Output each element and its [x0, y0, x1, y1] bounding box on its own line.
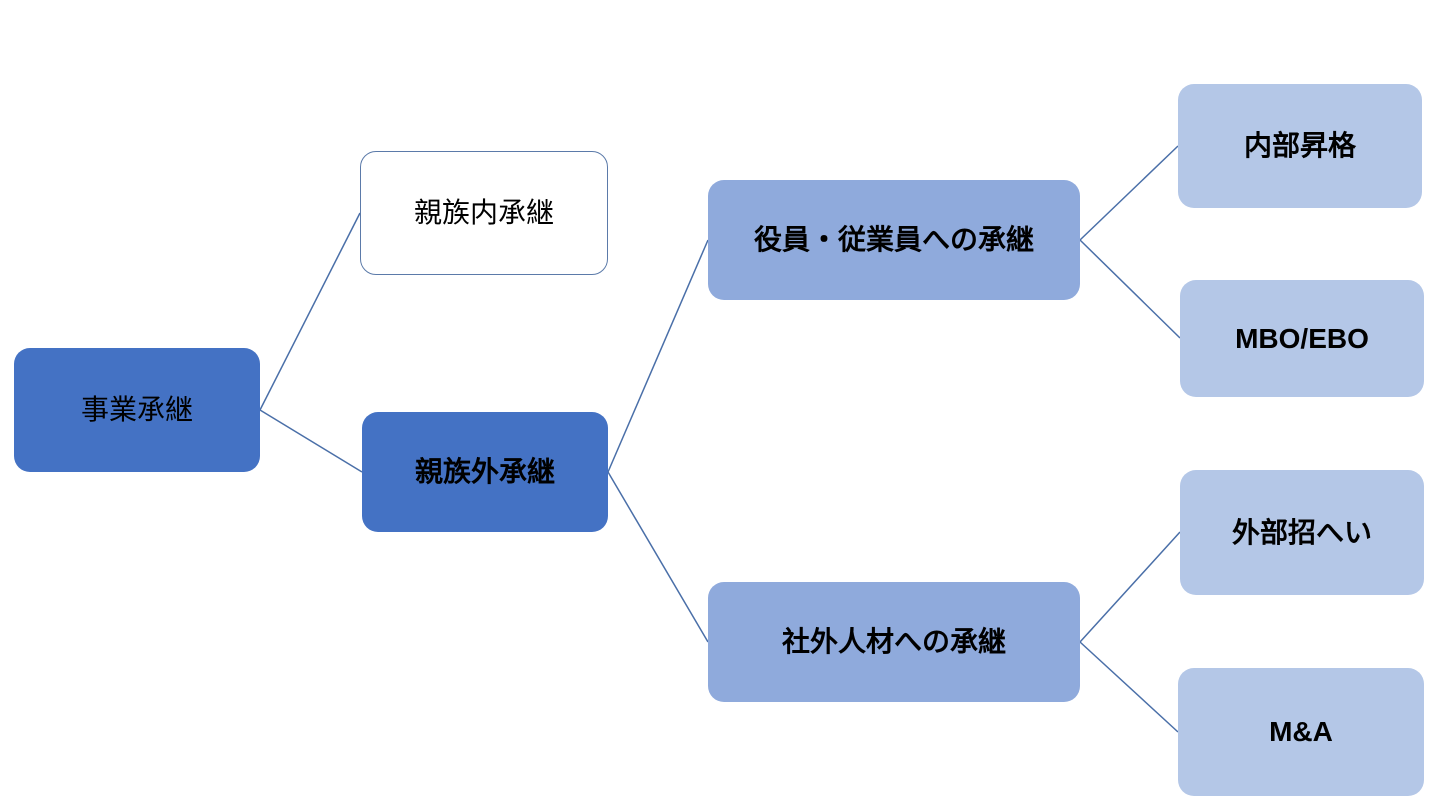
node-m-and-a-label: M&A	[1269, 716, 1333, 748]
connector-external-talent-to-external-recruitment	[1079, 531, 1181, 643]
node-family-external-succession-label: 親族外承継	[414, 456, 555, 488]
node-officer-employee-succession: 役員・従業員への承継	[708, 180, 1080, 300]
connector-officer-employee-to-mbo-ebo	[1079, 239, 1181, 339]
node-internal-promotion: 内部昇格	[1178, 84, 1422, 208]
connector-root-to-family-external	[259, 409, 363, 473]
node-business-succession: 事業承継	[14, 348, 260, 472]
node-family-internal-succession-label: 親族内承継	[413, 197, 554, 229]
connector-family-external-to-external-talent	[607, 471, 709, 643]
node-internal-promotion-label: 内部昇格	[1243, 130, 1356, 162]
node-business-succession-label: 事業承継	[80, 394, 193, 426]
connector-external-talent-to-m-and-a	[1079, 641, 1179, 733]
connector-officer-employee-to-internal-promotion	[1079, 145, 1179, 241]
connector-family-external-to-officer-employee	[607, 239, 709, 473]
node-mbo-ebo-label: MBO/EBO	[1235, 322, 1369, 354]
node-family-external-succession: 親族外承継	[362, 412, 608, 532]
node-m-and-a: M&A	[1178, 668, 1424, 796]
connector-root-to-family-internal	[259, 212, 361, 411]
node-external-recruitment-label: 外部招へい	[1231, 516, 1372, 548]
node-external-talent-succession: 社外人材への承継	[708, 582, 1080, 702]
node-mbo-ebo: MBO/EBO	[1180, 280, 1424, 397]
node-external-recruitment: 外部招へい	[1180, 470, 1424, 595]
node-external-talent-succession-label: 社外人材への承継	[781, 626, 1006, 658]
node-family-internal-succession: 親族内承継	[360, 151, 608, 275]
node-officer-employee-succession-label: 役員・従業員への承継	[753, 224, 1034, 256]
